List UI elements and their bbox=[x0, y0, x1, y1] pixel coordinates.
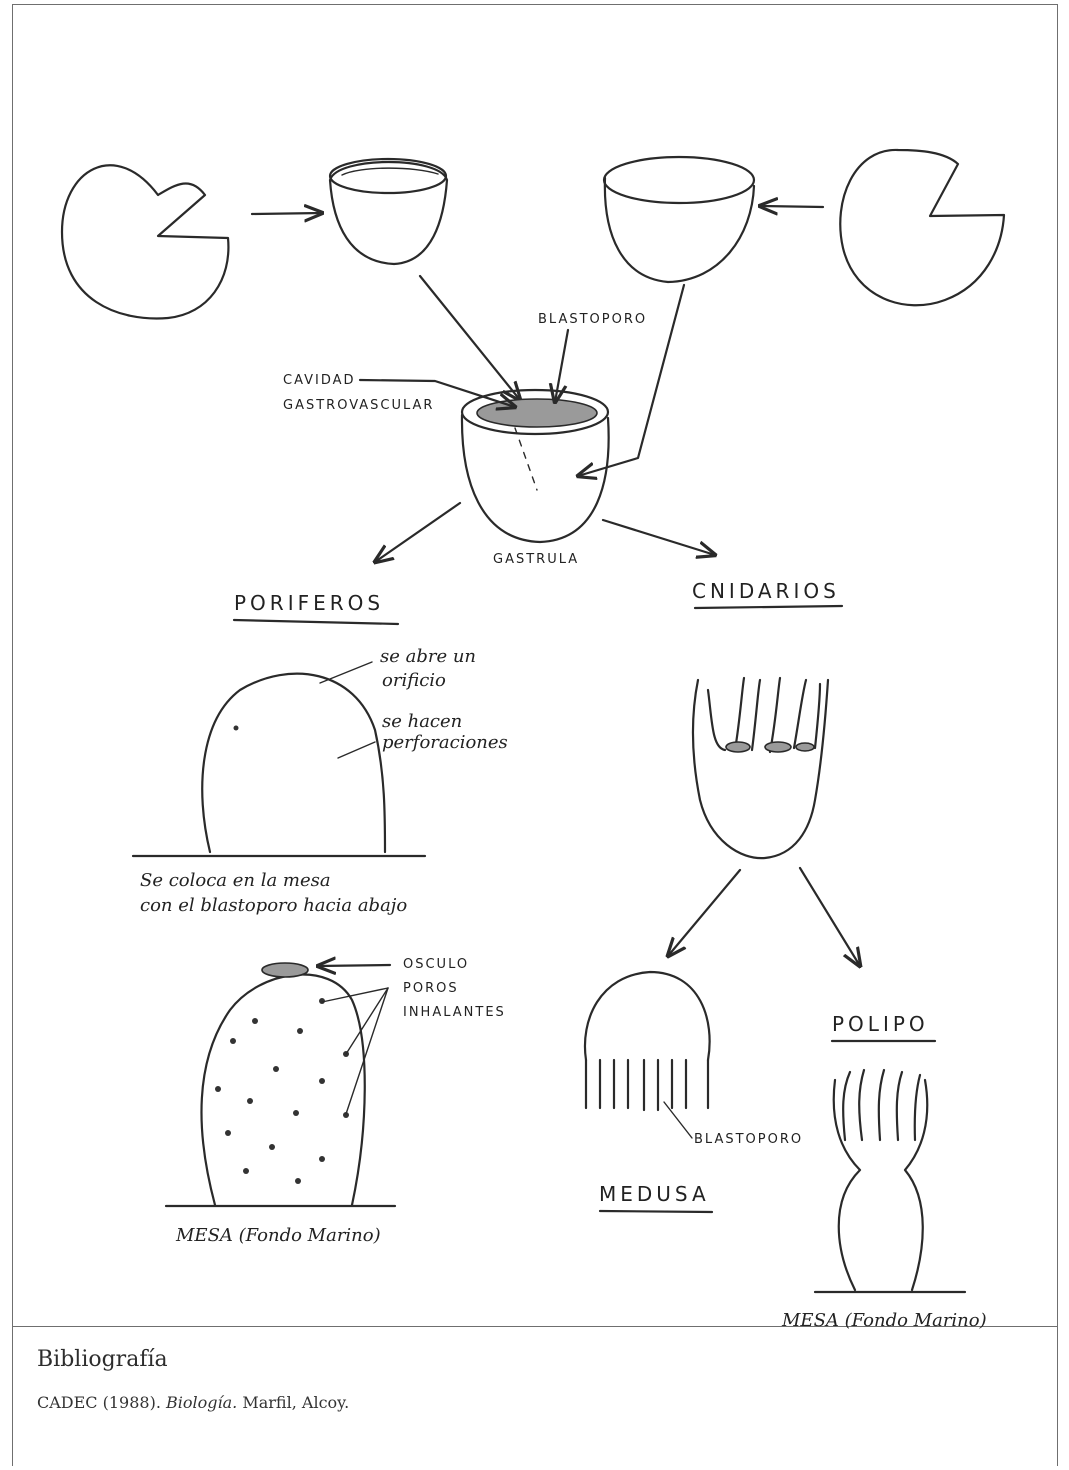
endoderm-bowl bbox=[330, 162, 447, 264]
label-osculo: OSCULO bbox=[403, 957, 469, 972]
label-mesa-left: MESA (Fondo Marino) bbox=[175, 1225, 381, 1246]
cnidaria-tentacled-gastrula bbox=[693, 680, 828, 858]
arrow-blastula-to-bowl-right bbox=[760, 206, 823, 207]
heading-polipo: POLIPO bbox=[832, 1012, 929, 1036]
label-poros: POROS bbox=[403, 981, 459, 996]
note-se-hacen-1: se hacen bbox=[382, 711, 462, 732]
label-cavidad-1: CAVIDAD bbox=[283, 373, 356, 388]
label-blastoporo-2: BLASTOPORO bbox=[694, 1132, 803, 1147]
arrow-to-polipo bbox=[800, 868, 860, 966]
label-gastrula: GASTRULA bbox=[493, 552, 579, 567]
label-inhalantes: INHALANTES bbox=[403, 1005, 506, 1020]
note-se-coloca-2: con el blastoporo hacia abajo bbox=[140, 895, 407, 916]
note-se-coloca-1: Se coloca en la mesa bbox=[140, 870, 331, 891]
bib-publisher: Marfil, Alcoy. bbox=[242, 1393, 349, 1412]
note-se-abre-2: orificio bbox=[382, 670, 446, 691]
porifera-dome-pores bbox=[201, 975, 364, 1205]
label-cavidad-2: GASTROVASCULAR bbox=[283, 398, 434, 413]
arrow-to-medusa bbox=[668, 870, 740, 956]
bib-title: Biología. bbox=[166, 1393, 237, 1412]
pore-dots bbox=[215, 998, 349, 1184]
heading-poriferos: PORIFEROS bbox=[234, 591, 384, 615]
arrow-to-poriferos bbox=[375, 503, 460, 562]
medusa-bell bbox=[585, 972, 710, 1060]
bibliography-heading: Bibliografía bbox=[37, 1347, 168, 1372]
polipo-body bbox=[834, 1080, 928, 1290]
arrow-to-cnidarios bbox=[603, 520, 715, 555]
label-mesa-right: MESA (Fondo Marino) bbox=[781, 1310, 987, 1330]
embryology-diagram: BLASTOPORO CAVIDAD GASTROVASCULAR GASTRU… bbox=[0, 0, 1069, 1330]
note-se-hacen-2: perforaciones bbox=[382, 732, 508, 753]
label-blastoporo: BLASTOPORO bbox=[538, 312, 647, 327]
note-se-abre-1: se abre un bbox=[380, 646, 476, 667]
heading-medusa: MEDUSA bbox=[599, 1182, 710, 1206]
heading-cnidarios: CNIDARIOS bbox=[692, 579, 840, 603]
blastula-right-outline bbox=[840, 150, 1004, 305]
bib-author-year: CADEC (1988). bbox=[37, 1393, 161, 1412]
ectoderm-bowl bbox=[605, 178, 754, 282]
bibliography-entry: CADEC (1988). Biología. Marfil, Alcoy. bbox=[37, 1393, 349, 1412]
porifera-dome bbox=[202, 674, 385, 852]
blastula-left-hatched bbox=[62, 165, 228, 318]
arrow-blastula-to-bowl bbox=[252, 213, 322, 214]
